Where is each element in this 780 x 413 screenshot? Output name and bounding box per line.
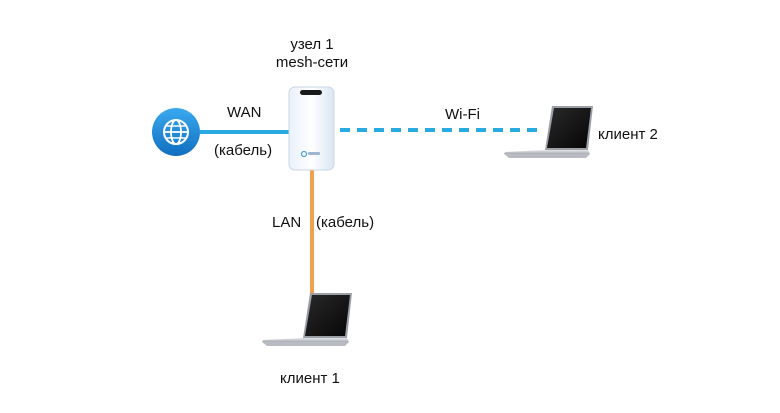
client-2-label: клиент 2 <box>598 126 658 143</box>
client-1-label: клиент 1 <box>280 370 340 387</box>
wifi-label: Wi-Fi <box>445 106 480 123</box>
lan-cable-label: (кабель) <box>316 214 375 231</box>
wan-label: WAN <box>227 104 262 121</box>
mesh-node-icon <box>288 86 335 171</box>
wan-cable-label: (кабель) <box>214 142 273 159</box>
laptop-icon <box>504 106 593 158</box>
globe-icon <box>152 108 200 156</box>
node-title-line1: узел 1 <box>290 36 334 53</box>
laptop-icon <box>262 293 352 346</box>
node-title-line2: mesh-сети <box>275 54 349 71</box>
lan-label: LAN <box>272 214 302 231</box>
